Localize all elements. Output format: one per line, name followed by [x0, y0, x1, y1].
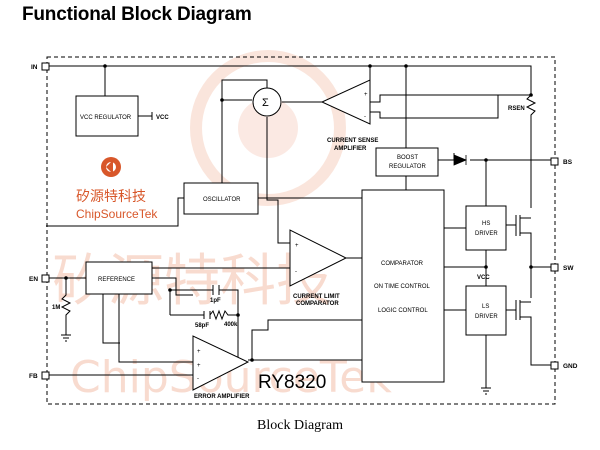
ls-driver-block	[465, 285, 507, 336]
pin-in-label: IN	[31, 64, 38, 71]
ea-minus: -	[197, 376, 199, 382]
control-label-3: LOGIC CONTROL	[378, 308, 428, 314]
csa-plus: +	[364, 92, 368, 98]
ls-driver-label-1: LS	[482, 304, 489, 310]
pin-sw-label: SW	[563, 265, 574, 272]
reference-block	[85, 261, 153, 295]
vcc-out-label: VCC	[156, 115, 169, 121]
watermark-logo-core	[238, 98, 298, 158]
ea-plus-2: +	[197, 363, 201, 369]
reference-label: REFERENCE	[98, 277, 135, 283]
pin-en-label: EN	[29, 276, 38, 283]
pin-sw-pad	[550, 263, 559, 272]
clc-plus: +	[295, 243, 299, 249]
logo-en: ChipSourceTek	[76, 207, 158, 221]
vcc-node-label: VCC	[477, 275, 490, 281]
current-limit-comparator	[289, 229, 348, 287]
pin-gnd-pad	[550, 361, 559, 370]
wiring	[46, 65, 551, 395]
hs-driver-label-1: HS	[482, 221, 490, 227]
summing-node	[252, 87, 282, 117]
oscillator-block	[183, 182, 259, 215]
ea-plus-1: +	[197, 349, 201, 355]
c2-label: 58pF	[195, 323, 209, 329]
error-amp-label: ERROR AMPLIFIER	[194, 394, 250, 400]
oscillator-label: OSCILLATOR	[203, 197, 241, 203]
error-amplifier	[192, 335, 250, 391]
boost-regulator-block	[375, 147, 439, 177]
pin-fb-label: FB	[29, 373, 38, 380]
control-label-2: ON TIME CONTROL	[374, 284, 431, 290]
clc-label-1: CURRENT LIMIT	[293, 294, 340, 300]
pin-bs-pad	[550, 157, 559, 166]
boost-label-2: REGULATOR	[389, 164, 426, 170]
pin-bs-label: BS	[563, 159, 573, 166]
vcc-regulator-block	[75, 95, 139, 137]
c1-label: 1pF	[210, 298, 221, 304]
chip-boundary	[46, 56, 556, 405]
page-title: Functional Block Diagram	[22, 4, 252, 25]
bootstrap-diode-icon	[453, 154, 468, 166]
figure-caption: Block Diagram	[257, 418, 343, 433]
pin-gnd-label: GND	[563, 363, 578, 370]
part-number: RY8320	[258, 372, 326, 393]
pin-fb-pad	[41, 371, 50, 380]
sum-symbol: Σ	[262, 97, 269, 109]
ls-driver-label-2: DRIVER	[475, 314, 498, 320]
pin-in-pad	[41, 62, 50, 71]
csa-label-1: CURRENT SENSE	[327, 138, 378, 144]
hs-driver-label-2: DRIVER	[475, 231, 498, 237]
hs-driver-block	[465, 205, 507, 251]
control-logic-block	[361, 189, 445, 383]
csa-label-2: AMPLIFIER	[334, 146, 367, 152]
junction-dots	[64, 64, 533, 362]
logo-cn: 矽源特科技	[76, 188, 146, 204]
rsen-label: RSEN	[508, 106, 525, 112]
en-resistor-label: 1M	[52, 305, 60, 311]
r-comp-label: 400k	[224, 322, 238, 328]
company-logo: 矽源特科技 ChipSourceTek	[76, 157, 158, 221]
current-sense-amplifier	[320, 79, 371, 125]
clc-minus: -	[295, 269, 297, 275]
boost-label-1: BOOST	[397, 155, 418, 161]
pin-en-pad	[41, 274, 50, 283]
vcc-regulator-label: VCC REGULATOR	[80, 115, 132, 121]
csa-minus: -	[364, 114, 366, 120]
control-label-1: COMPARATOR	[381, 261, 424, 267]
clc-label-2: COMPARATOR	[296, 301, 339, 307]
